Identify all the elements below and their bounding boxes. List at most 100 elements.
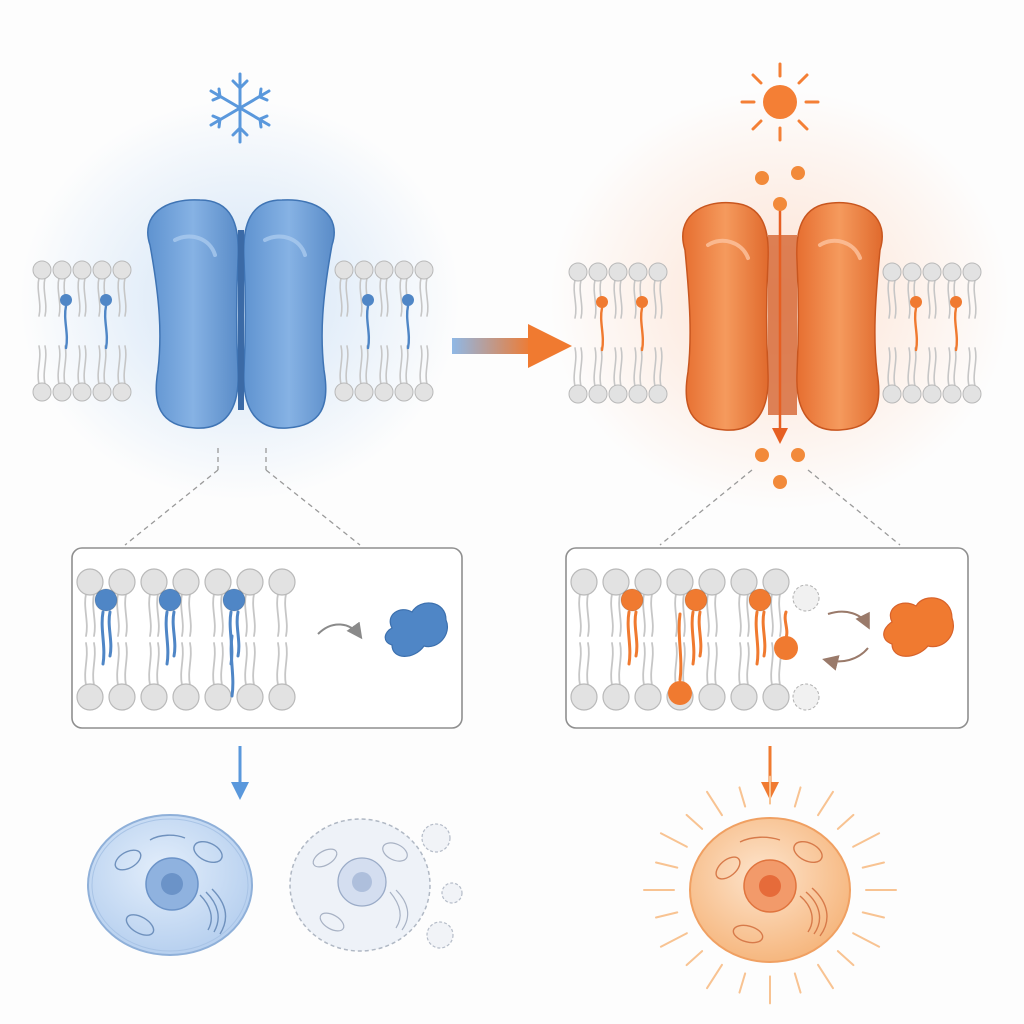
- lipid-head: [902, 384, 922, 404]
- lipid-head: [882, 262, 902, 282]
- warm-active-cell: [643, 775, 897, 1005]
- lipid-head: [72, 382, 92, 402]
- lipid-head: [962, 384, 982, 404]
- lipid-head: [962, 262, 982, 282]
- lipid-head: [608, 262, 628, 282]
- lipid-head: [634, 568, 662, 596]
- lipid-head: [394, 382, 414, 402]
- cold-damaged-cell: [289, 818, 463, 952]
- warm-membrane: [568, 262, 982, 404]
- signaling-lipid: [668, 681, 692, 705]
- signaling-lipid: [620, 588, 644, 612]
- lipid-head: [32, 260, 52, 280]
- lipid-head: [568, 384, 588, 404]
- lipid-head: [76, 568, 104, 596]
- snowflake-icon: [209, 72, 271, 144]
- warm-exchange-arrow-in: [827, 610, 870, 630]
- signaling-lipid: [950, 296, 962, 308]
- lipid-head: [602, 568, 630, 596]
- signaling-lipid: [596, 296, 608, 308]
- signaling-lipid: [100, 294, 112, 306]
- lipid-head: [354, 260, 374, 280]
- lipid-head: [414, 260, 434, 280]
- lipid-head: [374, 382, 394, 402]
- lipid-head: [268, 683, 296, 711]
- signaling-lipid: [402, 294, 414, 306]
- ion: [773, 197, 787, 211]
- lipid-head: [236, 568, 264, 596]
- cold-channel-protein: [147, 199, 335, 429]
- warm-zoom-box: [565, 547, 969, 729]
- lipid-head: [112, 382, 132, 402]
- signaling-lipid: [222, 588, 246, 612]
- signaling-lipid: [636, 296, 648, 308]
- lipid-head: [634, 683, 662, 711]
- lipid-head: [76, 683, 104, 711]
- lipid-head: [52, 382, 72, 402]
- warm-channel-protein: [682, 201, 883, 431]
- lipid-head: [140, 568, 168, 596]
- signaling-lipid: [910, 296, 922, 308]
- lipid-head: [730, 568, 758, 596]
- lipid-head: [902, 262, 922, 282]
- lipid-head: [666, 568, 694, 596]
- cold-healthy-cell: [87, 814, 253, 956]
- lipid-head: [588, 384, 608, 404]
- lipid-head: [32, 382, 52, 402]
- lipid-head: [762, 683, 790, 711]
- ion: [755, 448, 769, 462]
- cold-binding-arrow: [317, 621, 363, 640]
- lipid-head: [108, 568, 136, 596]
- cold-zoom-bilayer: [76, 568, 296, 711]
- lipid-head: [92, 260, 112, 280]
- lipid-head: [334, 382, 354, 402]
- lipid-head: [568, 262, 588, 282]
- ion-flow: [755, 166, 805, 489]
- lipid-head: [414, 382, 434, 402]
- lipid-head: [730, 683, 758, 711]
- lipid-head: [354, 382, 374, 402]
- warm-exchange-arrow-out: [822, 647, 869, 671]
- lipid-head: [108, 683, 136, 711]
- lipid-head: [570, 568, 598, 596]
- lipid-head: [628, 384, 648, 404]
- ion: [755, 171, 769, 185]
- lipid-head: [112, 260, 132, 280]
- sun-icon: [740, 62, 820, 142]
- warm-zoom-bilayer: [570, 568, 820, 711]
- lipid-head: [602, 683, 630, 711]
- ion: [773, 475, 787, 489]
- cell-fragments: [421, 823, 463, 949]
- transition-arrow: [452, 324, 572, 368]
- lipid-head: [52, 260, 72, 280]
- signaling-lipid: [94, 588, 118, 612]
- lipid-head: [72, 260, 92, 280]
- lipid-head: [374, 260, 394, 280]
- lipid-head: [648, 262, 668, 282]
- cold-membrane: [32, 260, 434, 402]
- glow-rays: [643, 775, 897, 1005]
- lipid-head: [608, 384, 628, 404]
- lipid-head: [236, 683, 264, 711]
- lipid-head: [698, 568, 726, 596]
- lipid-head: [334, 260, 354, 280]
- lipid-head: [92, 382, 112, 402]
- lipid-head: [648, 384, 668, 404]
- lipid-head: [588, 262, 608, 282]
- lipid-head: [698, 683, 726, 711]
- displaced-lipid: [792, 683, 820, 711]
- cold-down-arrow: [231, 746, 249, 800]
- lipid-head: [922, 262, 942, 282]
- signaling-lipid: [684, 588, 708, 612]
- lipid-head: [942, 262, 962, 282]
- lipid-head: [268, 568, 296, 596]
- displaced-lipid: [792, 584, 820, 612]
- warm-binding-protein: [883, 597, 954, 657]
- lipid-head: [922, 384, 942, 404]
- zoom-guides: [124, 448, 901, 546]
- lipid-head: [942, 384, 962, 404]
- signaling-lipid: [748, 588, 772, 612]
- lipid-head: [628, 262, 648, 282]
- lipid-head: [172, 683, 200, 711]
- lipid-head: [394, 260, 414, 280]
